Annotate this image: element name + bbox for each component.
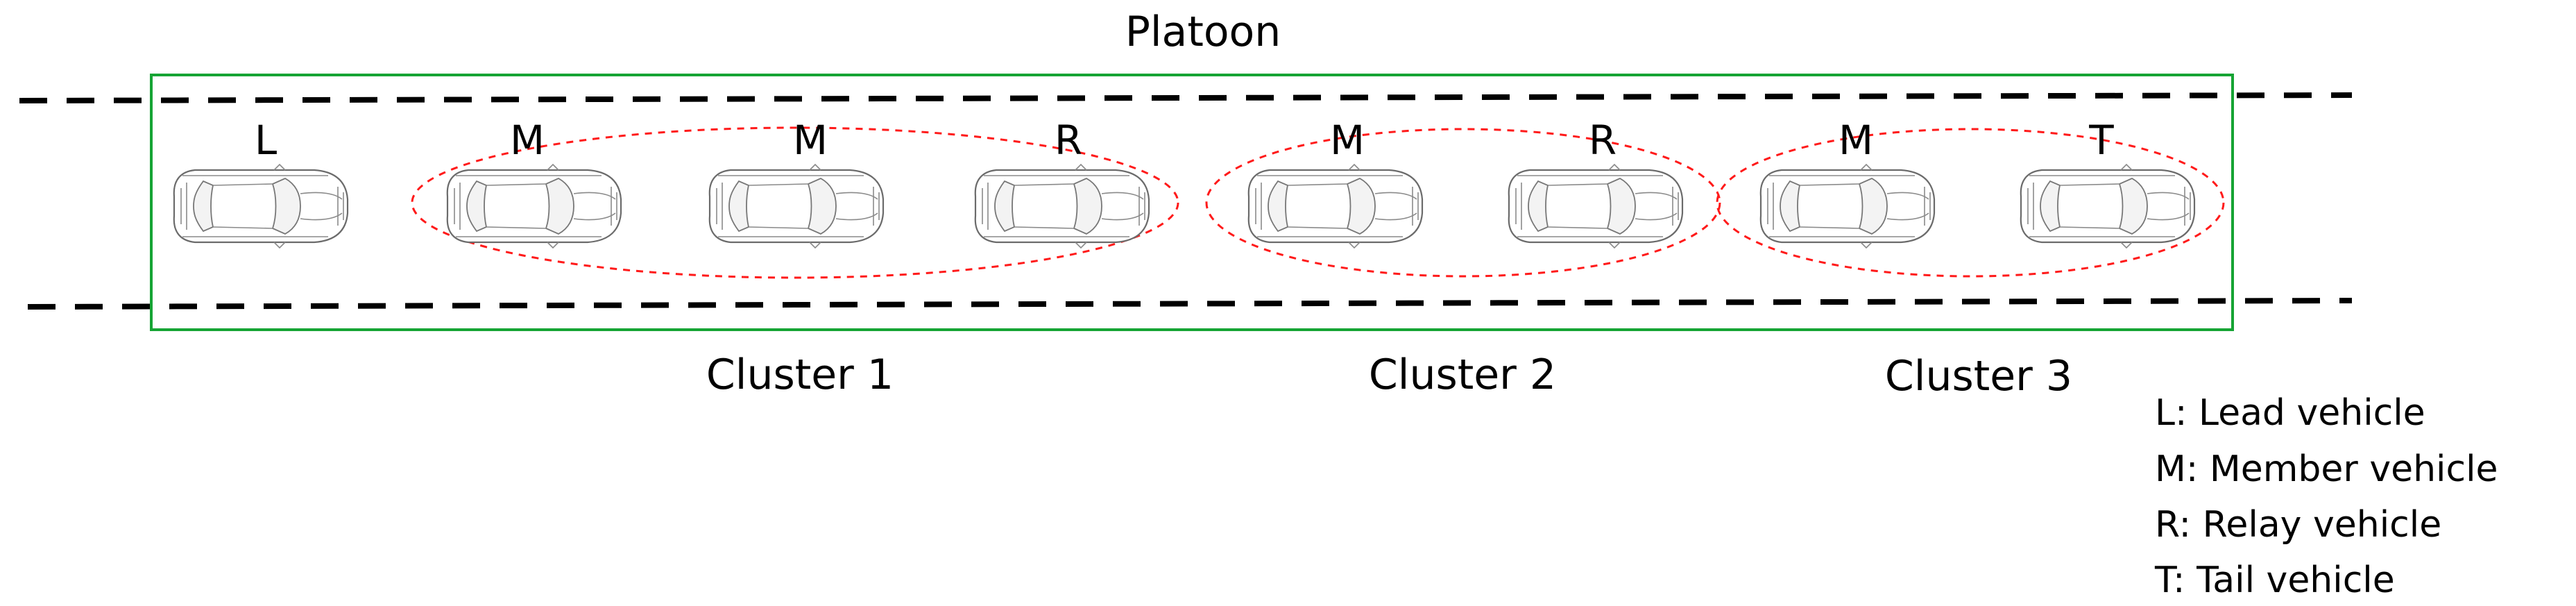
vehicle-t-car	[2020, 163, 2196, 249]
vehicle-r-car	[974, 163, 1150, 249]
vehicle-role-label: M	[1839, 117, 1873, 164]
cluster-3-boundary	[1716, 128, 2225, 278]
cluster-label: Cluster 1	[706, 351, 894, 399]
vehicle-role-label: R	[1589, 117, 1617, 164]
vehicle-role-label: M	[510, 117, 545, 164]
legend-item: L: Lead vehicle	[2155, 392, 2425, 434]
vehicle-role-label: M	[793, 117, 828, 164]
vehicle-m-car	[1759, 163, 1936, 249]
vehicle-l-car	[173, 163, 349, 249]
vehicle-role-label: M	[1330, 117, 1365, 164]
vehicle-m-car	[1247, 163, 1424, 249]
vehicle-r-car	[1508, 163, 1684, 249]
road-bottom-marking	[27, 298, 2353, 310]
cluster-1-boundary	[411, 126, 1179, 279]
vehicle-role-label: L	[255, 117, 277, 164]
cluster-2-boundary	[1205, 128, 1721, 278]
legend-item: T: Tail vehicle	[2154, 559, 2395, 601]
legend: L: Lead vehicle M: Member vehicle R: Rel…	[2154, 392, 2498, 601]
legend-item: M: Member vehicle	[2155, 448, 2498, 490]
legend-item: R: Relay vehicle	[2155, 504, 2441, 546]
vehicle-m-car	[708, 163, 885, 249]
platoon-title: Platoon	[1125, 8, 1281, 56]
road-top-marking	[19, 92, 2353, 103]
vehicle-role-label: T	[2088, 117, 2114, 164]
vehicle-role-label: R	[1055, 117, 1082, 164]
cluster-label: Cluster 3	[1885, 352, 2072, 401]
cluster-label: Cluster 2	[1369, 351, 1556, 399]
platoon-boundary	[150, 74, 2234, 331]
vehicle-m-car	[446, 163, 622, 249]
